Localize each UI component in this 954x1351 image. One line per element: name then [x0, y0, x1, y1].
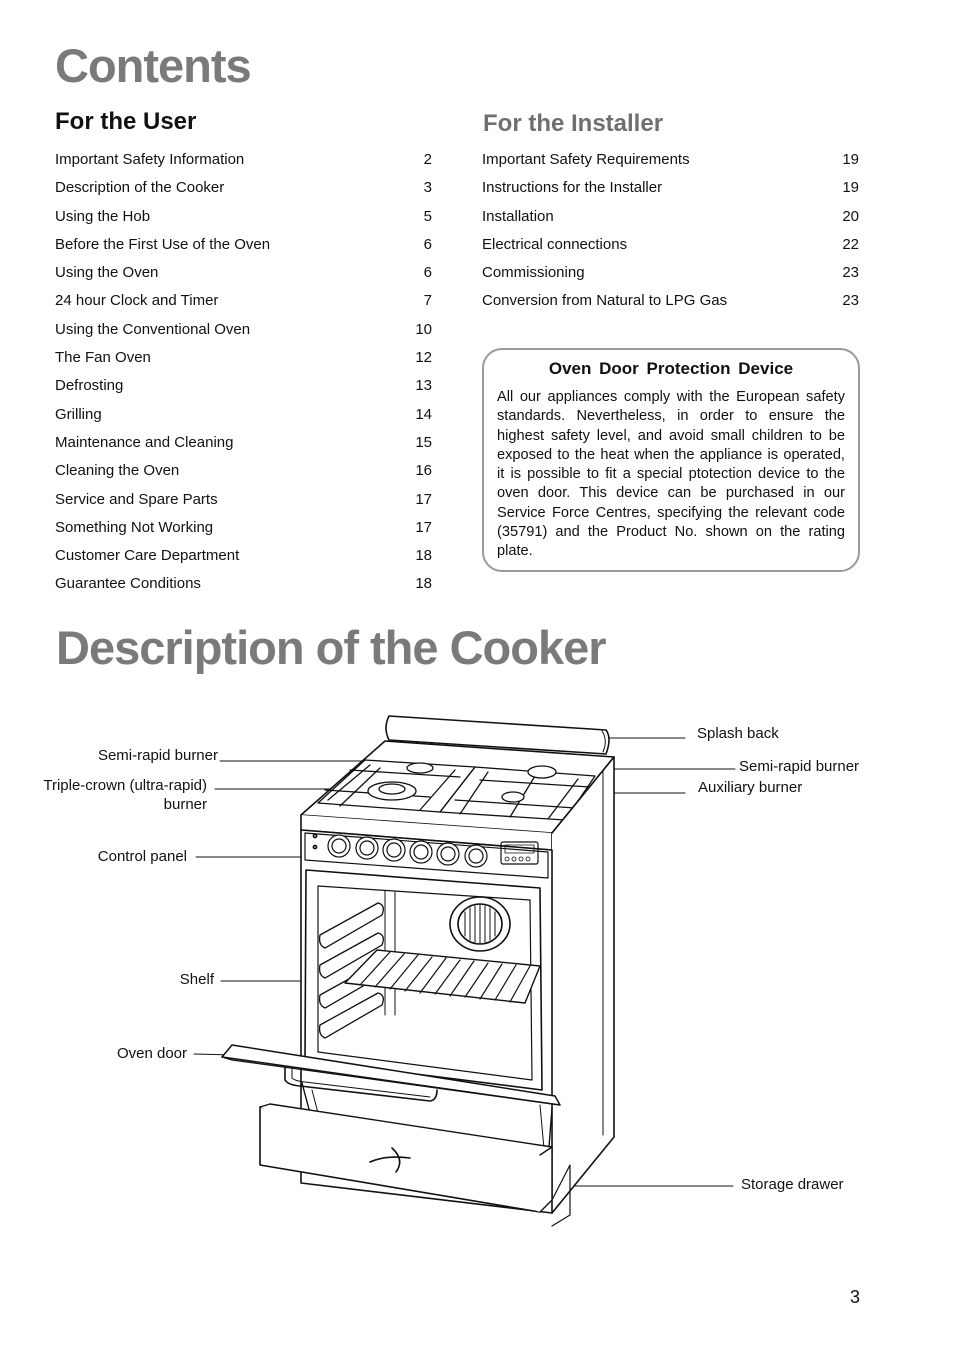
- toc-entry-label: Something Not Working: [55, 518, 214, 536]
- label-shelf: Shelf: [179, 971, 214, 988]
- user-toc-entry: 24 hour Clock and Timer 7: [55, 291, 432, 319]
- toc-entry-label: Instructions for the Installer: [482, 179, 663, 197]
- toc-entry-page: 17: [415, 518, 432, 536]
- user-toc-entry: Defrosting 13: [55, 376, 432, 404]
- label-semi-rapid-burner-right: Semi-rapid burner: [739, 758, 860, 775]
- description-title: Description of the Cooker: [56, 621, 607, 674]
- door-protection-notice: Oven Door Protection Device All our appl…: [482, 348, 860, 572]
- toc-entry-label: Defrosting: [55, 377, 124, 395]
- toc-entry-page: 5: [423, 207, 432, 225]
- toc-entry-label: Description of the Cooker: [55, 179, 225, 197]
- notice-title: Oven Door Protection Device: [548, 359, 794, 378]
- user-toc-entry: Using the Conventional Oven 10: [55, 320, 432, 348]
- user-toc-entry: Maintenance and Cleaning 15: [55, 433, 432, 461]
- installer-toc-entry: Commissioning 23: [482, 263, 859, 291]
- installer-toc-entry: Conversion from Natural to LPG Gas 23: [482, 291, 859, 319]
- toc-entry-page: 2: [423, 151, 432, 168]
- toc-entry-page: 13: [415, 377, 432, 395]
- user-toc-entry: Using the Hob 5: [55, 207, 432, 235]
- toc-entry-label: Grilling: [55, 405, 102, 423]
- installer-toc-entry: Electrical connections 22: [482, 235, 859, 263]
- label-triple-crown-line2: burner: [163, 796, 207, 813]
- installer-toc-entry: Installation 20: [482, 207, 859, 235]
- label-storage-drawer: Storage drawer: [741, 1176, 844, 1193]
- toc-entry-label: Using the Hob: [55, 207, 151, 225]
- toc-entry-label: Using the Conventional Oven: [55, 320, 251, 338]
- installer-toc-entry: Important Safety Requirements 19: [482, 150, 859, 178]
- toc-entry-page: 16: [415, 462, 432, 480]
- page-number: 3: [850, 1287, 861, 1307]
- toc-entry-label: Customer Care Department: [55, 547, 240, 565]
- cooker-diagram: [193, 715, 736, 1227]
- label-semi-rapid-burner-left: Semi-rapid burner: [97, 747, 218, 764]
- user-toc-entry: Before the First Use of the Oven 6: [55, 235, 432, 263]
- toc-entry-label: The Fan Oven: [55, 349, 151, 367]
- toc-entry-label: Conversion from Natural to LPG Gas: [482, 292, 728, 310]
- notice-body: All our appliances comply with the Europ…: [497, 389, 845, 560]
- installer-toc-entry: Instructions for the Installer 19: [482, 178, 859, 206]
- toc-entry-page: 18: [415, 547, 432, 565]
- toc-entry-page: 7: [423, 292, 432, 310]
- user-toc-entry: Grilling 14: [55, 405, 432, 433]
- toc-entry-page: 23: [842, 264, 859, 282]
- user-toc-entry: Description of the Cooker 3: [55, 178, 432, 206]
- user-toc-entry: The Fan Oven 12: [55, 348, 432, 376]
- toc-entry-page: 3: [423, 179, 432, 197]
- user-toc-entry: Guarantee Conditions 18: [55, 574, 432, 602]
- user-toc-entry: Customer Care Department 18: [55, 546, 432, 574]
- toc-entry-page: 17: [415, 490, 432, 508]
- contents-title: Contents: [55, 39, 252, 92]
- toc-entry-page: 15: [415, 433, 432, 451]
- toc-entry-label: Guarantee Conditions: [55, 575, 201, 593]
- toc-entry-label: Before the First Use of the Oven: [55, 235, 271, 253]
- installer-section-title: For the Installer: [483, 110, 664, 137]
- toc-entry-page: 12: [415, 349, 432, 367]
- toc-entry-label: Using the Oven: [55, 264, 159, 282]
- toc-entry-page: 19: [842, 179, 859, 197]
- user-section-title: For the User: [55, 108, 197, 135]
- toc-entry-label: Electrical connections: [482, 235, 628, 253]
- toc-entry-label: Cleaning the Oven: [55, 462, 180, 480]
- toc-entry-label: Commissioning: [482, 264, 585, 282]
- toc-entry-page: 20: [842, 207, 859, 225]
- toc-entry-label: Important Safety Requirements: [482, 151, 690, 168]
- toc-entry-page: 14: [415, 405, 432, 423]
- user-toc-entry: Cleaning the Oven 16: [55, 461, 432, 489]
- toc-entry-label: Maintenance and Cleaning: [55, 433, 234, 451]
- user-toc-entry: Important Safety Information 2: [55, 150, 432, 178]
- toc-entry-page: 18: [415, 575, 432, 593]
- label-triple-crown-line1: Triple-crown (ultra-rapid): [43, 777, 207, 794]
- toc-entry-label: Important Safety Information: [55, 151, 245, 168]
- user-toc-entry: Service and Spare Parts 17: [55, 490, 432, 518]
- label-oven-door: Oven door: [116, 1045, 187, 1062]
- label-splash-back: Splash back: [697, 725, 779, 742]
- toc-entry-label: Service and Spare Parts: [55, 490, 218, 508]
- toc-entry-page: 6: [423, 264, 432, 282]
- toc-entry-label: Installation: [482, 207, 554, 225]
- toc-entry-label: 24 hour Clock and Timer: [55, 292, 219, 310]
- toc-entry-page: 23: [842, 292, 859, 310]
- toc-entry-page: 22: [842, 235, 859, 253]
- label-auxiliary-burner: Auxiliary burner: [698, 779, 803, 796]
- user-toc-entry: Using the Oven 6: [55, 263, 432, 291]
- toc-entry-page: 6: [423, 235, 432, 253]
- user-toc-entry: Something Not Working 17: [55, 518, 432, 546]
- label-control-panel: Control panel: [97, 848, 187, 865]
- toc-entry-page: 10: [415, 320, 432, 338]
- toc-entry-page: 19: [842, 151, 859, 168]
